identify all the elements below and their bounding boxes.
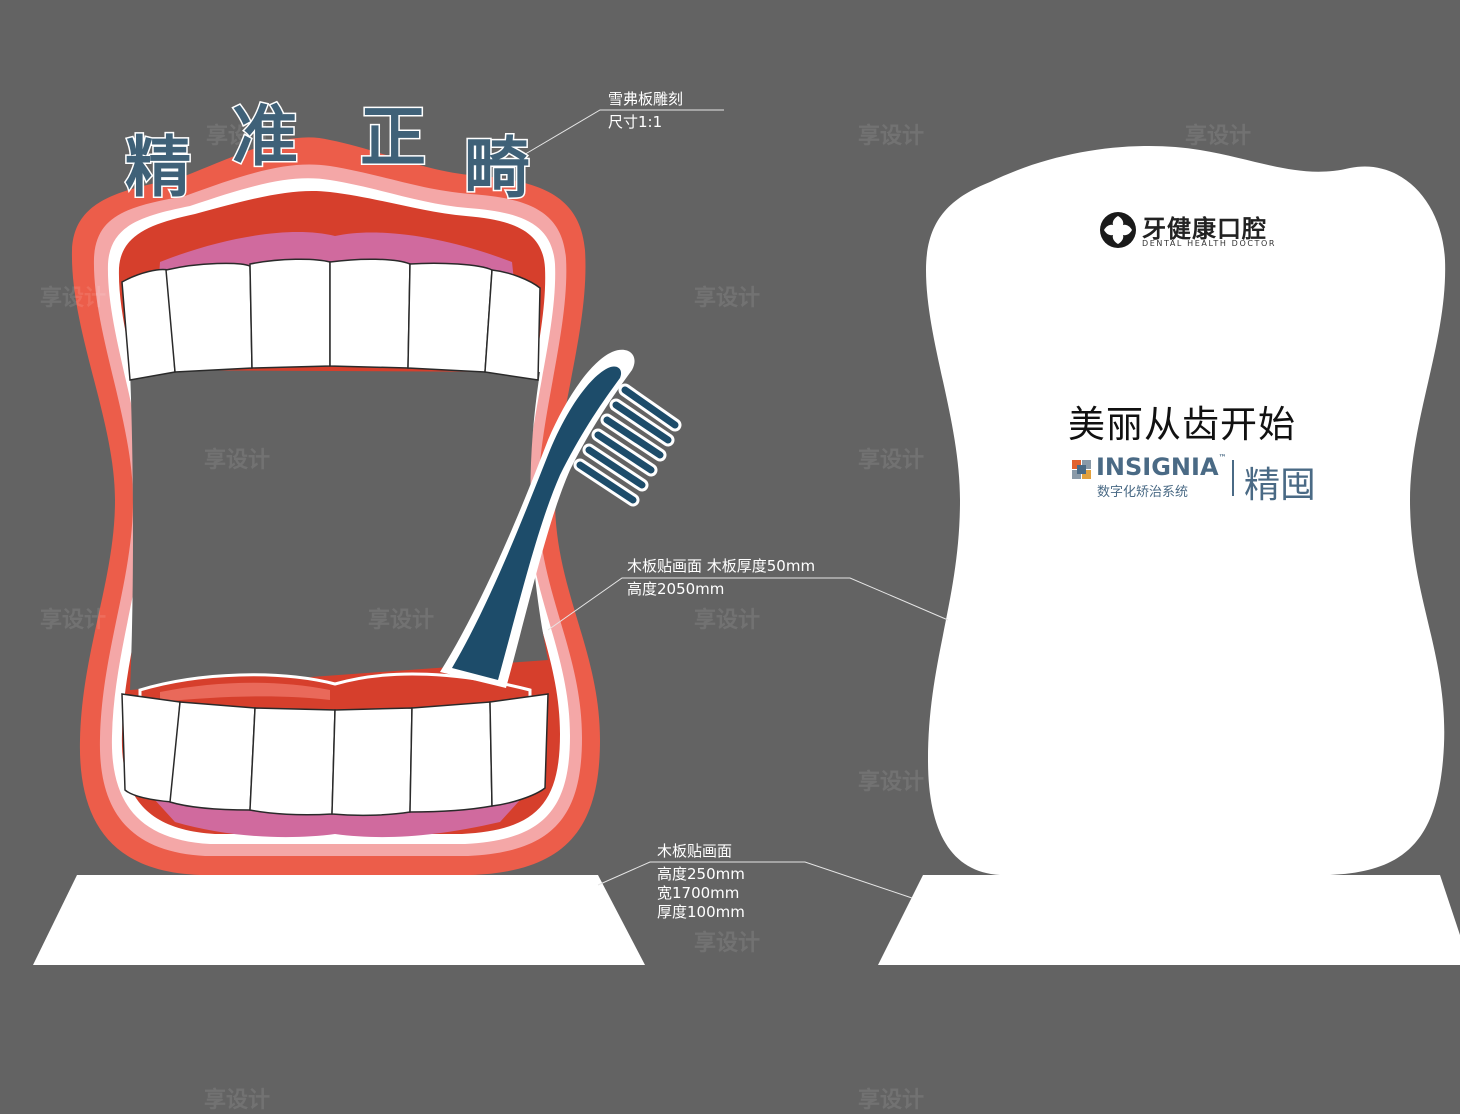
- flower-logo-icon: [1100, 212, 1136, 248]
- leader-board: [547, 577, 949, 631]
- right-base: [878, 875, 1460, 965]
- back-panel-shape: [926, 145, 1446, 875]
- annotation-base-line3: 宽1700mm: [657, 884, 740, 902]
- headline-char-2: 准: [231, 98, 300, 175]
- toothbrush-handle: [452, 366, 622, 680]
- back-panel: [878, 145, 1460, 965]
- insignia-name: INSIGNIA: [1096, 453, 1219, 481]
- annotation-base-line2: 高度250mm: [657, 865, 745, 883]
- annotation-base-line4: 厚度100mm: [657, 903, 745, 921]
- slogan: 美丽从齿开始: [1068, 403, 1296, 446]
- brand-name-en: DENTAL HEALTH DOCTOR: [1142, 239, 1277, 248]
- jing-logo: 精囤: [1244, 465, 1317, 506]
- headline-char-1: 精: [124, 129, 193, 206]
- annotation-base-line1: 木板贴画面: [657, 842, 733, 860]
- upper-teeth: [121, 258, 541, 381]
- headline-char-4: 畸: [463, 130, 532, 207]
- annotation-board-line2: 高度2050mm: [627, 580, 725, 598]
- left-base: [33, 875, 645, 965]
- annotation-snow-line2: 尺寸1:1: [608, 113, 663, 131]
- leader-lines: [521, 109, 949, 899]
- mouth-stand: [33, 137, 682, 965]
- insignia-trademark: ™: [1218, 453, 1227, 462]
- annotation-snow-line1: 雪弗板雕刻: [608, 90, 684, 108]
- headline-char-3: 正: [359, 99, 428, 176]
- brand-name-cn: 牙健康口腔: [1142, 215, 1267, 243]
- leader-snow: [521, 109, 724, 157]
- mouth-opening: [130, 370, 548, 690]
- insignia-subtitle: 数字化矫治系统: [1097, 485, 1189, 500]
- leader-base: [597, 861, 913, 899]
- lower-teeth: [121, 693, 549, 817]
- tongue-highlight: [160, 682, 330, 702]
- insignia-logo-icon: [1072, 460, 1091, 479]
- annotation-board-line1: 木板贴画面 木板厚度50mm: [627, 557, 816, 575]
- toothbrush: [440, 349, 682, 688]
- insignia-wordmark: INSIGNIA™: [1096, 453, 1227, 481]
